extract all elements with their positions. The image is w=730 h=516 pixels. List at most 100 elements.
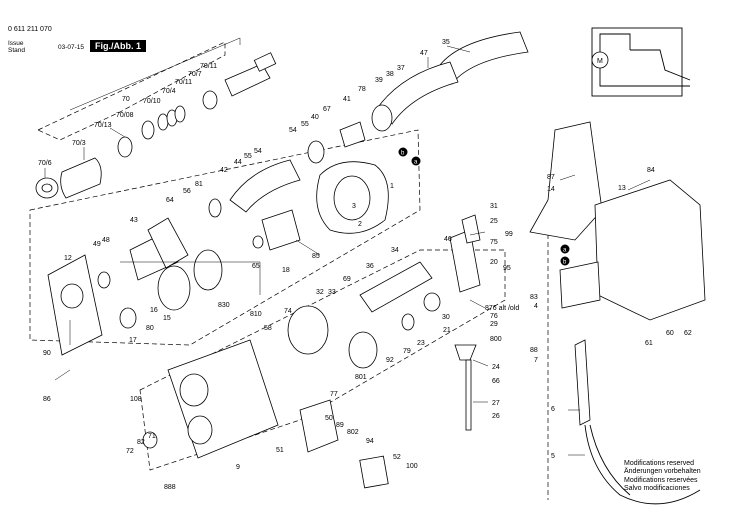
label-67: 67 [323, 106, 331, 113]
label-56: 56 [183, 188, 191, 195]
label-70-3: 70/3 [72, 140, 86, 147]
note-line: Modifications reserved [624, 460, 695, 467]
label-801: 801 [355, 374, 367, 381]
stand-label: Stand [8, 47, 25, 54]
label-a: a [414, 160, 418, 166]
label-b: b [401, 151, 405, 157]
label-802: 802 [347, 429, 359, 436]
label-95: 95 [503, 265, 511, 272]
label-81: 81 [195, 181, 203, 188]
label-108: 108 [130, 396, 142, 403]
label-29: 29 [490, 321, 498, 328]
label-83: 83 [530, 294, 538, 301]
label-4: 4 [534, 303, 538, 310]
label-2: 2 [358, 221, 362, 228]
motor-assembly [97, 161, 389, 311]
label-a2: a [563, 248, 567, 254]
label-876: 876 alt /old [485, 305, 519, 312]
label-44: 44 [234, 159, 242, 166]
label-1: 1 [390, 183, 394, 190]
label-69: 69 [343, 276, 351, 283]
label-30: 30 [442, 314, 450, 321]
spindle-assembly [208, 31, 529, 218]
part-labels: 70/6 70/3 70/13 70 70/08 70/10 70/4 70/1… [38, 39, 692, 491]
figure-label: Fig./Abb. 1 [90, 40, 146, 52]
label-24: 24 [492, 364, 500, 371]
label-16: 16 [150, 307, 158, 314]
label-94: 94 [366, 438, 374, 445]
label-61: 61 [645, 340, 653, 347]
label-26: 26 [492, 413, 500, 420]
connector-b-marker [398, 147, 408, 157]
label-888: 888 [164, 484, 176, 491]
label-3: 3 [352, 203, 356, 210]
label-25: 25 [490, 218, 498, 225]
handle-housing [529, 121, 706, 321]
label-54: 54 [289, 127, 297, 134]
gear-housing [142, 339, 279, 459]
label-87: 87 [547, 174, 555, 181]
label-21: 21 [443, 327, 451, 334]
label-35: 35 [442, 39, 450, 46]
label-17: 17 [129, 337, 137, 344]
label-74: 74 [284, 308, 292, 315]
label-51: 51 [276, 447, 284, 454]
label-b2: b [563, 260, 567, 266]
label-52: 52 [393, 454, 401, 461]
modification-notes: Modifications reserved Änderungen vorbeh… [624, 460, 701, 493]
label-58: 58 [264, 325, 272, 332]
label-55b: 55 [244, 153, 252, 160]
label-85: 85 [312, 253, 320, 260]
label-41: 41 [343, 96, 351, 103]
header-block: 0 611 211 070 Issue Stand 03-07-15 Fig./… [0, 0, 200, 72]
note-line: Modifications reservées [624, 476, 698, 484]
label-48: 48 [102, 237, 110, 244]
label-77: 77 [330, 391, 338, 398]
label-9: 9 [236, 464, 240, 471]
label-75: 75 [490, 239, 498, 246]
connector-a-marker [411, 156, 421, 166]
power-cord [574, 339, 701, 505]
label-33: 33 [328, 289, 336, 296]
label-70-11b: 70/11 [200, 63, 217, 70]
label-6: 6 [551, 406, 555, 413]
label-32: 32 [316, 289, 324, 296]
label-54b: 54 [254, 148, 262, 155]
leader-lines [44, 37, 651, 456]
label-7: 7 [534, 357, 538, 364]
label-66: 66 [492, 378, 500, 385]
label-50: 50 [325, 415, 333, 422]
label-99: 99 [505, 231, 513, 238]
label-62: 62 [684, 330, 692, 337]
label-13: 13 [618, 185, 626, 192]
label-55: 55 [301, 121, 309, 128]
label-42: 42 [220, 167, 228, 174]
label-14: 14 [547, 186, 555, 193]
label-47: 47 [420, 50, 428, 57]
label-70-11: 70/11 [175, 79, 192, 86]
issue-label: Issue [8, 40, 24, 47]
issue-date: 03-07-15 [58, 44, 85, 51]
wiring-schematic: M [591, 27, 691, 97]
label-46: 46 [444, 236, 452, 243]
label-40: 40 [311, 114, 319, 121]
label-20: 20 [490, 259, 498, 266]
switch-parts [299, 399, 389, 489]
label-23: 23 [417, 340, 425, 347]
chuck-assembly [35, 52, 277, 199]
label-92: 92 [386, 357, 394, 364]
note-line: Änderungen vorbehalten [624, 468, 701, 476]
connector-b2-marker [560, 256, 570, 266]
label-84: 84 [647, 167, 655, 174]
label-100: 100 [406, 463, 418, 470]
document-number: 0 611 211 070 [8, 26, 52, 33]
label-65: 65 [252, 263, 260, 270]
label-27: 27 [492, 400, 500, 407]
label-70-7: 70/7 [188, 71, 202, 78]
label-12: 12 [64, 255, 72, 262]
label-800: 800 [490, 336, 502, 343]
label-78: 78 [358, 86, 366, 93]
gear-train [287, 214, 481, 431]
label-70-10: 70/10 [143, 98, 161, 105]
label-39: 39 [375, 77, 383, 84]
